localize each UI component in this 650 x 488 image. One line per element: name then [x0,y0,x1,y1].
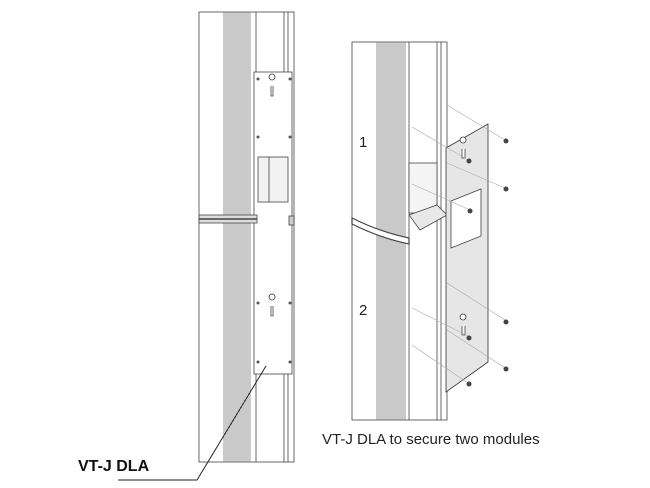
screw-guide-lines [411,104,506,384]
part-name-label: VT-J DLA [78,458,150,475]
screws [466,138,509,387]
left-mounting-plate [253,71,293,375]
left-column-ribs [223,12,251,462]
module-2-label: 2 [359,302,368,319]
right-column-assembly [351,41,509,421]
part-leader-line [118,365,267,481]
left-plate-screws [256,77,292,364]
plate-window [450,188,482,249]
exploded-mounting-plate [445,123,489,393]
right-joint-band [351,217,410,245]
left-plate-window [257,156,289,203]
diagram-caption: VT-J DLA to secure two modules [322,431,540,448]
left-column-assembly [198,11,295,463]
keyhole-top [268,73,276,97]
keyhole-bottom [268,293,276,317]
module-1-label: 1 [359,134,368,151]
